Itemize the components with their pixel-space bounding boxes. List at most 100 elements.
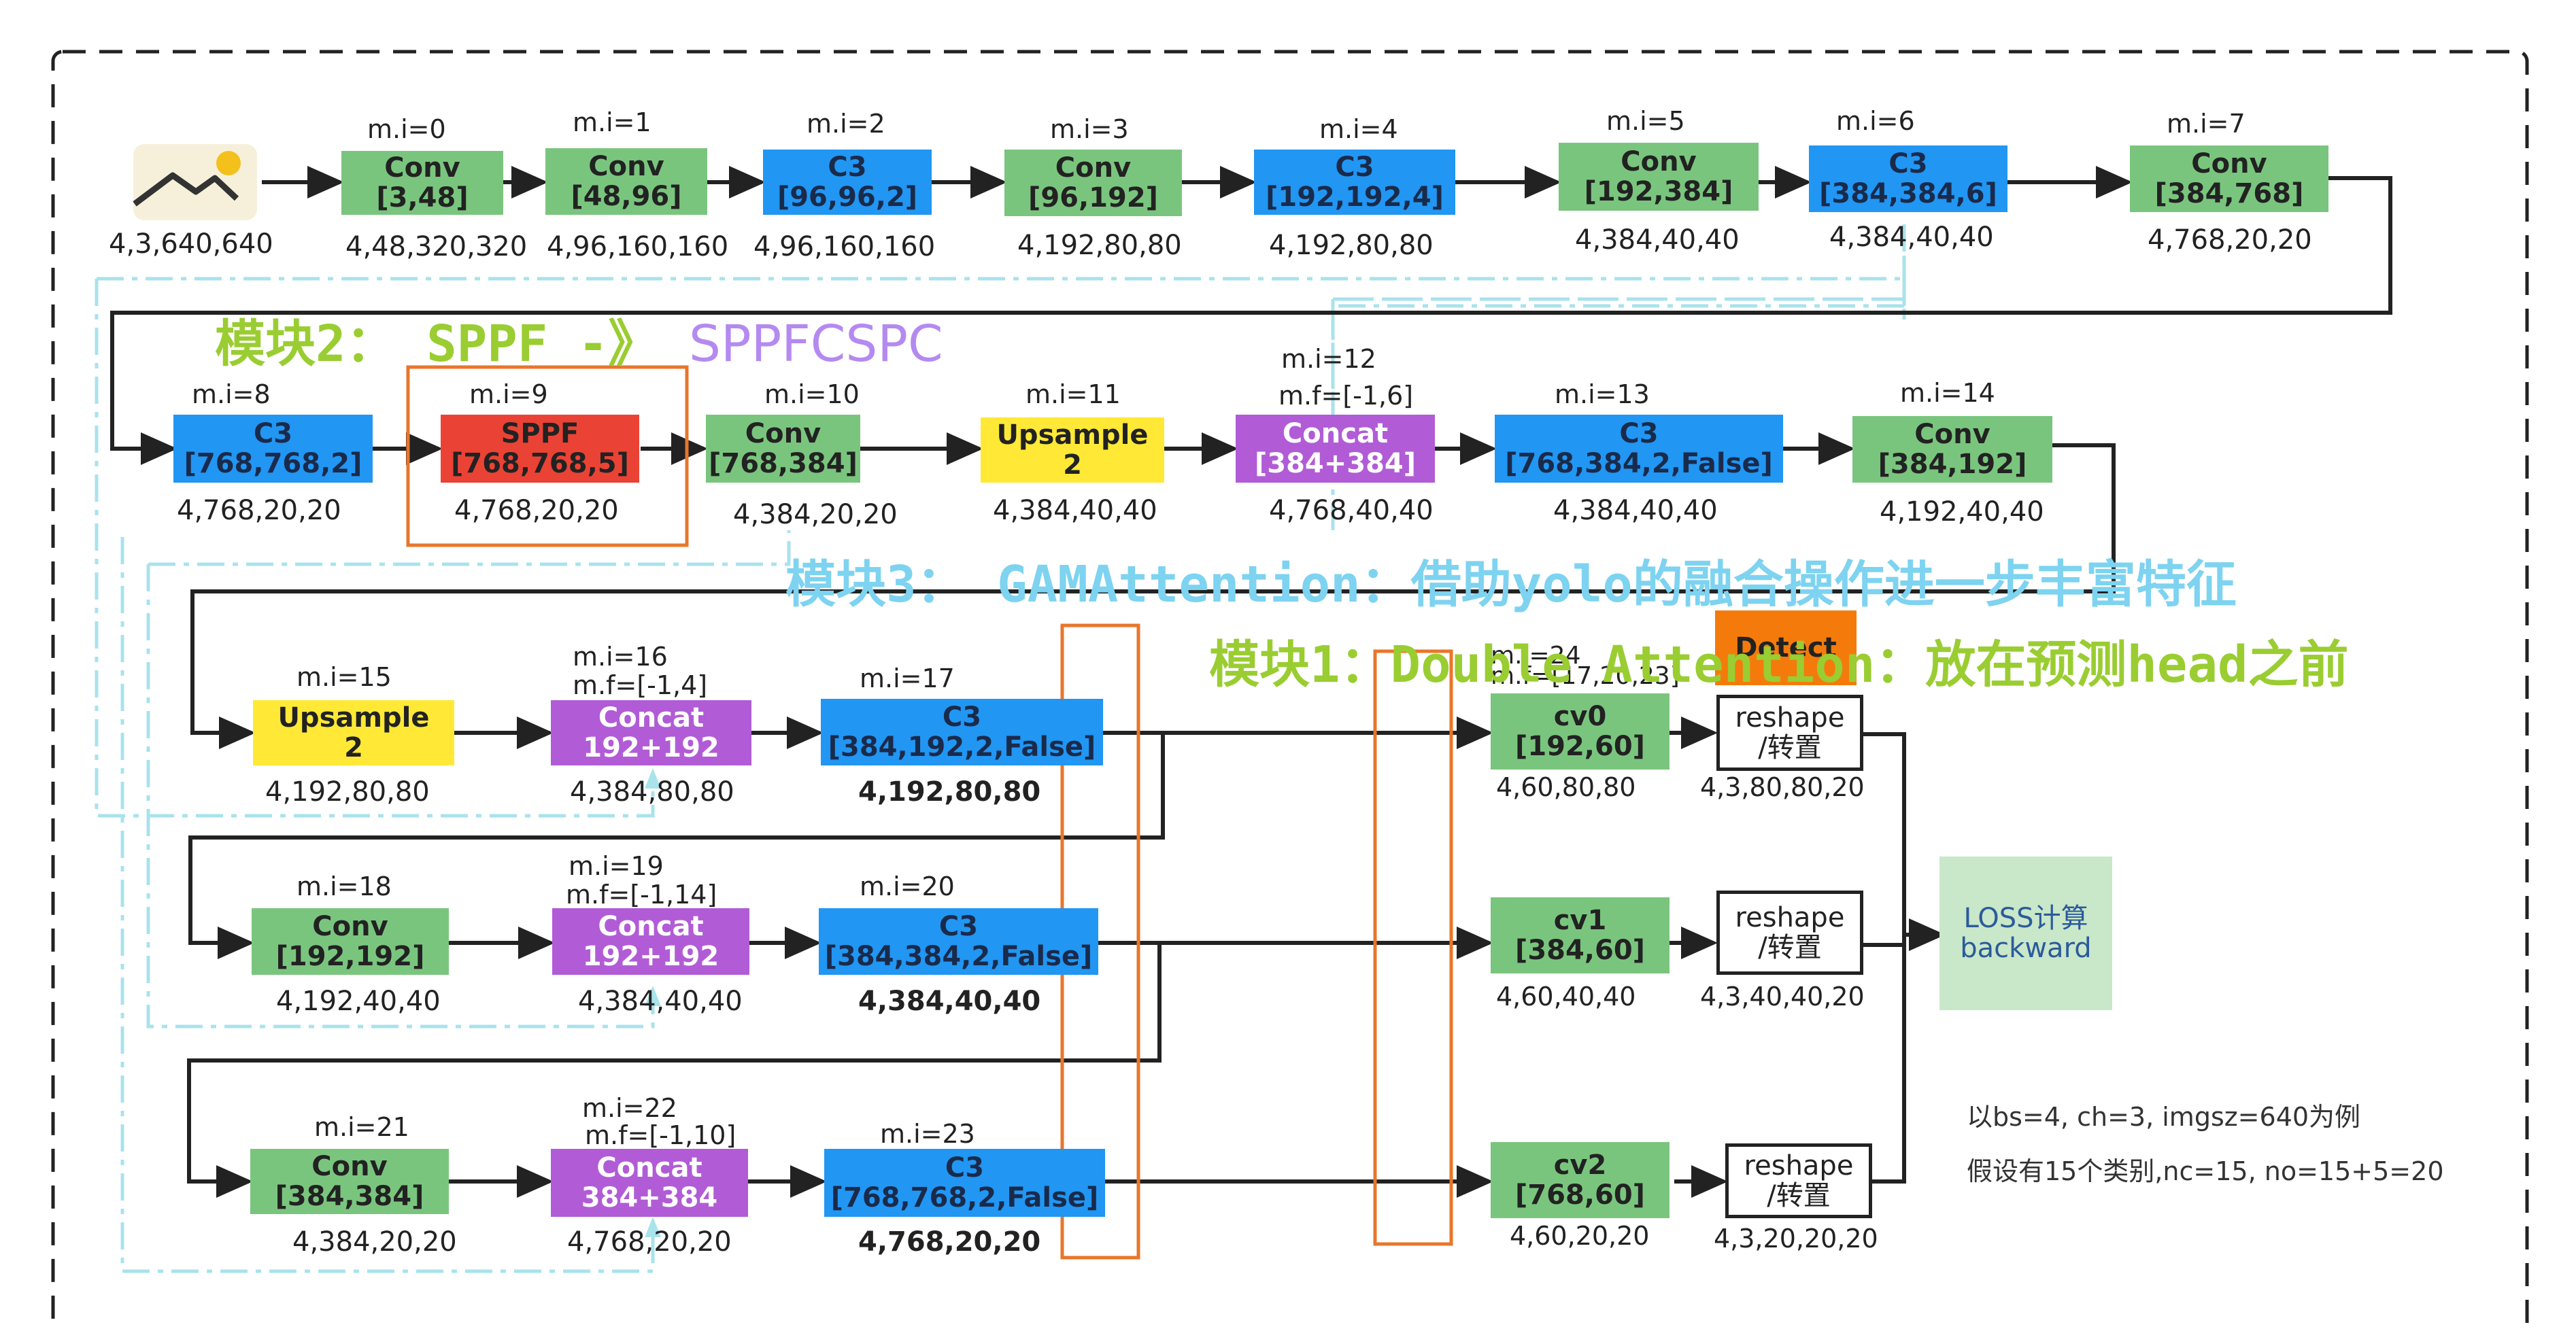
n4-args: [192,192,4] (1266, 182, 1444, 213)
n15-args: 2 (344, 732, 363, 763)
n15-shape-label: 4,192,80,80 (265, 776, 430, 808)
n14-shape-label: 4,192,40,40 (1880, 496, 2044, 528)
n21-index-label: m.i=21 (314, 1112, 409, 1142)
cv2-shape: 4,60,20,20 (1510, 1221, 1650, 1251)
n16-from-label: m.f=[-1,4] (573, 670, 708, 700)
n8-args: [768,768,2] (184, 448, 362, 479)
annotation-module3: 模块3： GAMAttention：借助yolo的融合操作进一步丰富特征 (785, 555, 2237, 614)
n17-shape-label: 4,192,80,80 (858, 776, 1041, 808)
n2-shape-label: 4,96,160,160 (753, 231, 936, 262)
n6-shape-label: 4,384,40,40 (1829, 222, 1994, 253)
n16-index-label: m.i=16 (573, 642, 668, 672)
n8-type: C3 (253, 418, 293, 449)
n19-shape-label: 4,384,40,40 (578, 986, 743, 1017)
cv1-node: cv1[384,60] (1491, 897, 1670, 973)
n19-args: 192+192 (582, 941, 719, 972)
n16-shape-label: 4,384,80,80 (570, 776, 734, 808)
n19-from-label: m.f=[-1,14] (566, 880, 717, 910)
n0-index-label: m.i=0 (367, 114, 446, 144)
n6-type: C3 (1888, 148, 1928, 179)
n8-index-label: m.i=8 (192, 379, 271, 409)
n23-node: C3[768,768,2,False] (824, 1149, 1105, 1217)
annotation-module2-suffix: SPPFCSPC (688, 315, 943, 373)
note-batch: 以bs=4, ch=3, imgsz=640为例 (1967, 1102, 2361, 1132)
n20-index-label: m.i=20 (860, 871, 955, 901)
n0-node: Conv[3,48] (341, 151, 503, 215)
n5-node: Conv[192,384] (1559, 143, 1759, 211)
n22-from-label: m.f=[-1,10] (585, 1120, 736, 1150)
cv0-node: cv0[192,60] (1491, 693, 1670, 770)
n0-args: [3,48] (376, 182, 469, 213)
cv2-node: cv2[768,60] (1491, 1142, 1670, 1218)
n12-args: [384+384] (1254, 448, 1417, 479)
n22-type: Concat (596, 1152, 702, 1184)
n21-type: Conv (311, 1151, 388, 1182)
n5-index-label: m.i=5 (1606, 106, 1685, 136)
n14-type: Conv (1914, 419, 1990, 450)
n6-args: [384,384,6] (1819, 178, 1997, 209)
n10-index-label: m.i=10 (764, 379, 860, 409)
n5-shape-label: 4,384,40,40 (1575, 224, 1740, 256)
n3-index-label: m.i=3 (1050, 114, 1129, 144)
n14-args: [384,192] (1878, 449, 2027, 480)
n21-node: Conv[384,384] (250, 1149, 449, 1214)
n4-shape-label: 4,192,80,80 (1269, 230, 1434, 261)
annotation-module2: 模块2： SPPF -》 SPPFCSPC (215, 303, 943, 376)
n19-type: Concat (598, 911, 704, 942)
n4-type: C3 (1335, 152, 1374, 183)
n10-type: Conv (745, 418, 821, 449)
cv0-reshape-shape: 4,3,80,80,20 (1700, 772, 1865, 802)
n4-index-label: m.i=4 (1319, 114, 1398, 144)
n7-index-label: m.i=7 (2167, 109, 2245, 139)
annotation-module1: 模块1：Double Attention：放在预测head之前 (1209, 636, 2349, 694)
detect-node: Detect (1715, 610, 1857, 685)
n2-type: C3 (828, 152, 867, 183)
n21-shape-label: 4,384,20,20 (292, 1226, 457, 1258)
connector-dots (645, 768, 661, 1237)
n22-shape-label: 4,768,20,20 (567, 1226, 732, 1258)
n1-index-label: m.i=1 (573, 107, 651, 137)
n1-args: [48,96] (571, 181, 682, 212)
n17-node: C3[384,192,2,False] (821, 699, 1103, 765)
n1-type: Conv (588, 151, 664, 182)
n23-type: C3 (945, 1152, 985, 1184)
n13-type: C3 (1619, 418, 1659, 449)
n18-node: Conv[192,192] (252, 908, 449, 975)
cv0-shape: 4,60,80,80 (1496, 772, 1636, 802)
n11-args: 2 (1063, 449, 1082, 481)
n23-args: [768,768,2,False] (830, 1182, 1099, 1213)
n1-shape-label: 4,96,160,160 (547, 231, 729, 262)
n0-shape-label: 4,48,320,320 (345, 231, 528, 262)
n20-shape-label: 4,384,40,40 (858, 986, 1041, 1017)
cv2-reshape-shape: 4,3,20,20,20 (1714, 1224, 1878, 1254)
n3-shape-label: 4,192,80,80 (1017, 230, 1182, 261)
n0-type: Conv (384, 152, 460, 184)
n11-index-label: m.i=11 (1026, 379, 1121, 409)
n3-args: [96,192] (1028, 182, 1158, 213)
n12-from-label: m.f=[-1,6] (1278, 381, 1414, 411)
n17-args: [384,192,2,False] (828, 731, 1096, 763)
detect-mf: m.f=[17,20,23] (1491, 662, 1680, 690)
n7-shape-label: 4,768,20,20 (2148, 224, 2312, 256)
n5-type: Conv (1621, 146, 1697, 177)
n21-args: [384,384] (275, 1181, 424, 1212)
n22-args: 384+384 (581, 1182, 718, 1213)
flow-arrows (110, 166, 2392, 1198)
n17-index-label: m.i=17 (860, 663, 955, 693)
n5-args: [192,384] (1584, 176, 1733, 207)
cv1-reshape-shape: 4,3,40,40,20 (1700, 982, 1865, 1012)
n1-node: Conv[48,96] (545, 148, 707, 215)
n11-type: Upsample (996, 419, 1149, 451)
n6-node: C3[384,384,6] (1809, 145, 2007, 212)
n15-index-label: m.i=15 (296, 662, 392, 692)
n7-node: Conv[384,768] (2130, 145, 2328, 212)
n9-shape-label: 4,768,20,20 (454, 495, 619, 526)
n20-type: C3 (938, 911, 979, 942)
cv1-shape: 4,60,40,40 (1496, 982, 1636, 1012)
n3-type: Conv (1055, 152, 1132, 184)
